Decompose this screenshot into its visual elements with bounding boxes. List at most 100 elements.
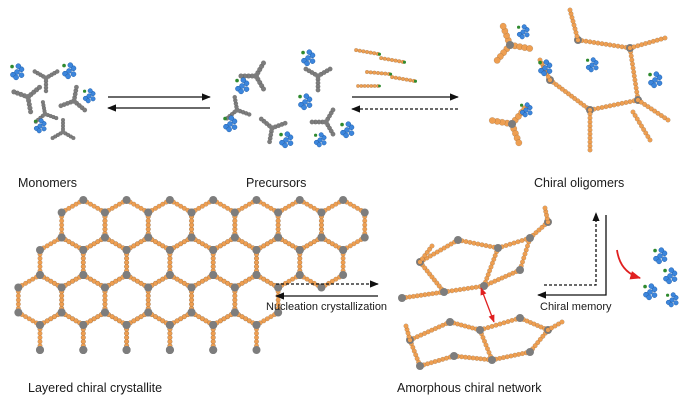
interlayer-double-arrow <box>480 287 495 323</box>
linker-icon <box>390 75 417 83</box>
lattice-node <box>79 271 88 279</box>
lattice-node <box>209 346 218 354</box>
chiral-oligomers-label: Chiral oligomers <box>534 176 625 190</box>
lattice-node <box>295 246 304 254</box>
monomer-icon <box>11 84 43 115</box>
oligomer-arm <box>547 77 593 113</box>
lattice-node <box>339 196 348 204</box>
lattice-node <box>187 308 196 317</box>
lattice-node <box>274 283 283 292</box>
network-arm <box>451 353 495 363</box>
lattice-node <box>274 233 283 242</box>
oligomer-arm <box>635 97 671 123</box>
template-icon <box>223 115 238 133</box>
lattice-node <box>165 271 174 279</box>
precursor-icon <box>224 94 252 121</box>
template-icon <box>62 62 77 80</box>
network-node <box>516 266 524 274</box>
nucleation-crystallization-label: Nucleation crystallization <box>266 301 388 313</box>
lattice-node <box>14 308 23 317</box>
precursor-icon <box>238 60 267 92</box>
linker-icon <box>364 69 393 77</box>
lattice-node <box>252 346 261 354</box>
network-node <box>476 326 484 334</box>
template-icon <box>643 283 658 301</box>
network-arm <box>489 349 533 363</box>
lattice-node <box>79 321 88 329</box>
network-node <box>494 244 502 252</box>
network-node <box>454 236 462 244</box>
template-icon <box>301 49 316 67</box>
network-node <box>526 234 534 242</box>
linker-icon <box>379 56 406 64</box>
monomer-icon <box>32 69 60 94</box>
network-node <box>516 314 524 322</box>
template-icon <box>33 118 47 134</box>
lattice-node <box>122 246 131 254</box>
layered-crystallite-lattice <box>14 196 369 354</box>
network-arm <box>477 327 495 363</box>
template-release-arrow <box>616 249 642 280</box>
lattice-node <box>57 233 66 242</box>
template-icon <box>340 121 355 139</box>
lattice-node <box>230 308 239 317</box>
network-arm <box>455 237 501 251</box>
lattice-node <box>165 246 174 254</box>
lattice-node <box>209 196 218 204</box>
precursor-icon <box>258 116 288 145</box>
nucleation-arrows <box>275 280 379 300</box>
lattice-node <box>360 233 369 242</box>
template-icon <box>665 292 679 308</box>
oligomer-arm <box>627 35 668 51</box>
lattice-node <box>165 196 174 204</box>
template-icon <box>516 24 530 40</box>
lattice-node <box>274 308 283 317</box>
template-icon <box>538 59 553 77</box>
oligomer-node <box>506 41 514 49</box>
network-arm <box>477 315 523 333</box>
lattice-node <box>187 283 196 292</box>
lattice-node <box>144 283 153 292</box>
oligomer-node <box>508 120 516 128</box>
network-node <box>450 352 458 360</box>
lattice-node <box>100 283 109 292</box>
monomers-label: Monomers <box>18 176 78 190</box>
lattice-node <box>230 233 239 242</box>
template-icon <box>10 63 25 81</box>
template-icon <box>313 132 327 148</box>
monomer-cluster <box>10 62 96 141</box>
network-node <box>398 294 406 302</box>
network-node <box>488 356 496 364</box>
lattice-node <box>122 346 131 354</box>
lattice-node <box>57 283 66 292</box>
lattice-node <box>252 321 261 329</box>
lattice-node <box>339 271 348 279</box>
lattice-node <box>230 283 239 292</box>
lattice-node <box>187 208 196 217</box>
lattice-node <box>295 196 304 204</box>
lattice-node <box>230 208 239 217</box>
lattice-node <box>79 346 88 354</box>
lattice-node <box>187 233 196 242</box>
lattice-node <box>57 308 66 317</box>
oligomer-arm <box>627 45 641 103</box>
oligomer-arm <box>587 107 593 153</box>
released-templates <box>643 247 679 308</box>
precursor-icon <box>303 66 333 93</box>
network-arm <box>399 289 447 301</box>
amorphous-network-layers <box>398 205 565 370</box>
network-node <box>416 362 424 370</box>
network-node <box>440 288 448 296</box>
lattice-node <box>57 208 66 217</box>
lattice-node <box>122 271 131 279</box>
lattice-node <box>317 233 326 242</box>
lattice-node <box>79 246 88 254</box>
network-arm <box>542 205 551 225</box>
lattice-node <box>209 271 218 279</box>
chiral-memory-arrows <box>537 212 607 299</box>
lattice-node <box>252 271 261 279</box>
template-icon <box>235 77 250 95</box>
template-icon <box>648 71 663 89</box>
template-icon <box>519 102 533 118</box>
